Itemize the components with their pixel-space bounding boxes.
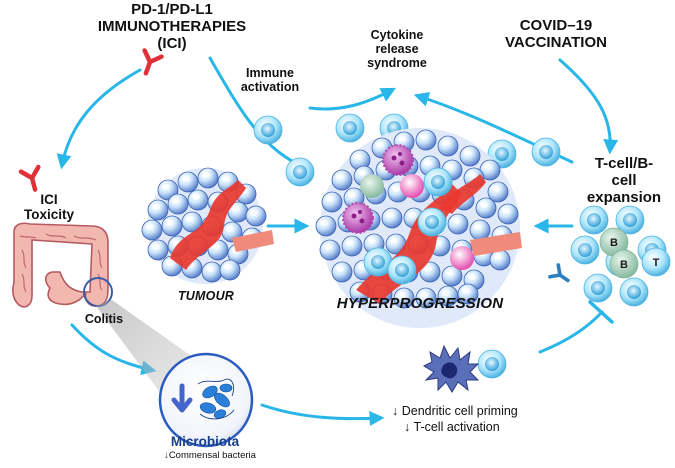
tumour-illustration xyxy=(141,167,274,284)
tcell-expansion-line-3: expansion xyxy=(586,188,662,206)
expansion-cell-cluster: B B T xyxy=(570,205,671,307)
microbiota-label: Microbiota xyxy=(170,434,240,449)
down-arrow-icon: ↓ xyxy=(164,450,169,461)
inhibition-bar-icon xyxy=(588,300,614,324)
dendritic-label: ↓ Dendritic cell priming xyxy=(392,404,552,418)
arrow-ici-to-toxicity xyxy=(56,68,142,170)
ici-title-line-1: PD-1/PD-L1 xyxy=(131,1,213,18)
tcell-activation-label: ↓ T-cell activation xyxy=(404,420,544,434)
covid-title-line-2: VACCINATION xyxy=(505,33,607,51)
ici-toxicity-line-2: Toxicity xyxy=(23,207,74,223)
cell-t-label: T xyxy=(653,257,660,269)
down-arrow-icon: ↓ xyxy=(392,404,399,418)
immune-activation-line-2: activation xyxy=(240,80,300,94)
ici-title-line-3: (ICI) xyxy=(157,34,187,52)
dendritic-cell-icon xyxy=(422,344,480,393)
antibody-icon xyxy=(21,167,44,192)
tcell-activation-text: T-cell activation xyxy=(413,420,500,434)
covid-title: COVID–19 VACCINATION xyxy=(486,17,626,52)
covid-title-line-1: COVID–19 xyxy=(519,17,593,34)
ici-title-line-2: IMMUNOTHERAPIES xyxy=(97,17,247,35)
down-arrow-icon xyxy=(171,383,193,413)
hyperprogression-illustration xyxy=(315,128,522,328)
cytokine-line-3: syndrome xyxy=(367,56,427,70)
antibody-icon xyxy=(548,263,570,283)
cell-b-label: B xyxy=(620,259,628,271)
cytokine-line-2: release xyxy=(375,42,419,56)
ici-toxicity-line-1: ICI xyxy=(40,192,58,207)
immune-activation-line-1: Immune xyxy=(246,66,294,80)
tumour-label: TUMOUR xyxy=(177,289,235,303)
commensal-text: Commensal bacteria xyxy=(168,450,256,461)
ici-toxicity-label: ICI Toxicity xyxy=(14,192,84,222)
dendritic-text: Dendritic cell priming xyxy=(401,404,518,418)
antibody-icon xyxy=(137,50,161,76)
tcell-expansion-line-1: T-cell/B- xyxy=(594,155,654,172)
colitis-label: Colitis xyxy=(84,312,124,326)
tcell-expansion-label: T-cell/B- cell expansion xyxy=(574,155,674,206)
arrow-dendritic-to-expansion xyxy=(538,310,604,354)
arrow-microbiota-to-dendritic xyxy=(260,403,385,427)
commensal-label: ↓Commensal bacteria xyxy=(150,450,270,462)
arrow-colitis-to-microbiota xyxy=(70,323,157,376)
cytokine-line-1: Cytokine xyxy=(370,28,424,42)
immune-activation-label: Immune activation xyxy=(232,66,308,94)
cell-b-label: B xyxy=(610,237,618,249)
arrow-covid-to-expansion xyxy=(558,58,619,155)
cytokine-label: Cytokine release syndrome xyxy=(352,28,442,70)
ici-title: PD-1/PD-L1 IMMUNOTHERAPIES (ICI) xyxy=(92,1,252,52)
microbiota-illustration xyxy=(158,352,254,448)
arrow-to-cytokine xyxy=(308,87,396,111)
hyperprogression-label: HYPERPROGRESSION xyxy=(336,295,504,312)
tcell-expansion-line-2: cell xyxy=(611,171,637,189)
down-arrow-icon: ↓ xyxy=(404,420,411,434)
